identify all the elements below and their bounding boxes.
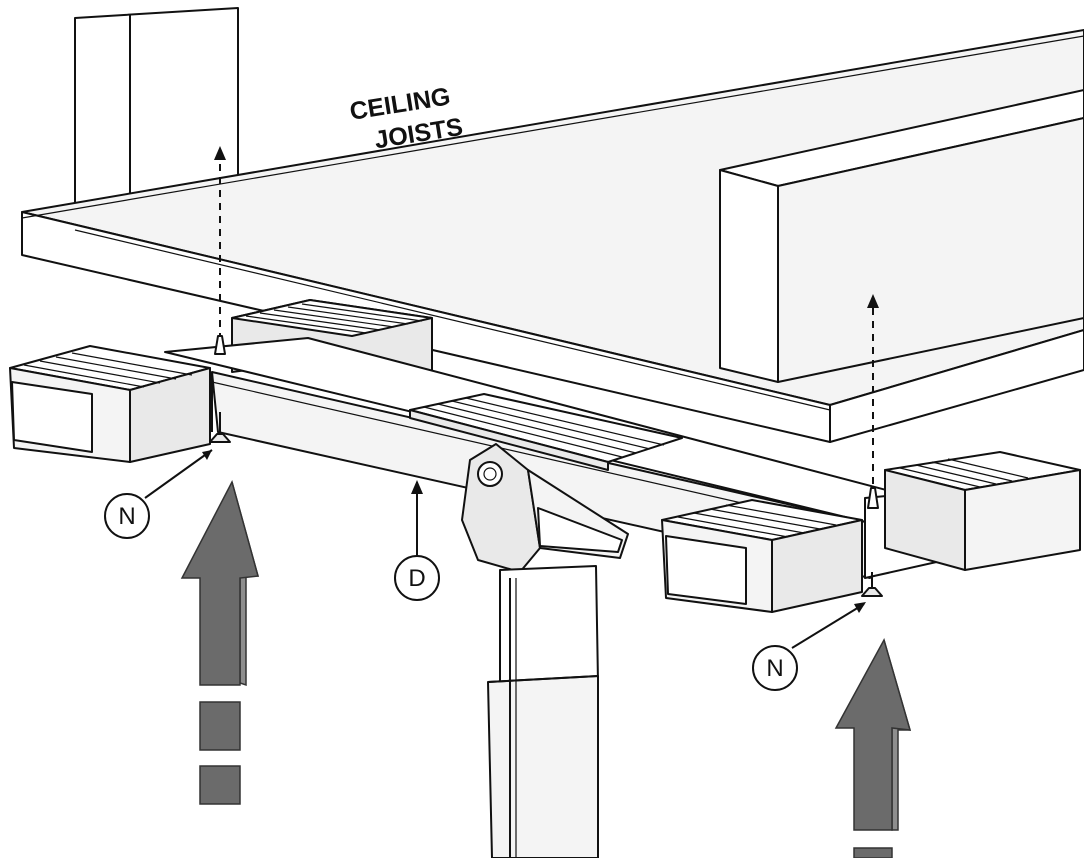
support-pole [487,565,599,859]
callout-d: D [394,555,440,601]
ceiling-joist-right [719,89,1084,383]
screw-left-bottom [209,412,231,443]
callout-n-left: N [104,493,150,539]
screw-left-top [214,335,226,355]
callout-n-right: N [752,645,798,691]
callout-n-right-text: N [766,655,783,682]
center-mount-bracket [461,443,629,573]
lift-arrow-left [180,479,259,805]
callout-leader-d [411,480,423,562]
callout-n-left-text: N [118,503,135,530]
foam-block-right-front [661,499,863,613]
screw-right-top [867,487,879,509]
foam-block-left [9,345,211,463]
callout-leader-n-right [791,602,866,649]
foam-pad-center [409,393,683,471]
lift-arrow-right [834,638,912,859]
callout-d-text: D [408,565,425,592]
callout-leader-n-left [144,449,213,499]
screw-right-bottom [861,572,883,597]
foam-block-right-rear [884,451,1081,571]
screw-direction-left [214,146,226,340]
screw-direction-right [867,294,879,484]
